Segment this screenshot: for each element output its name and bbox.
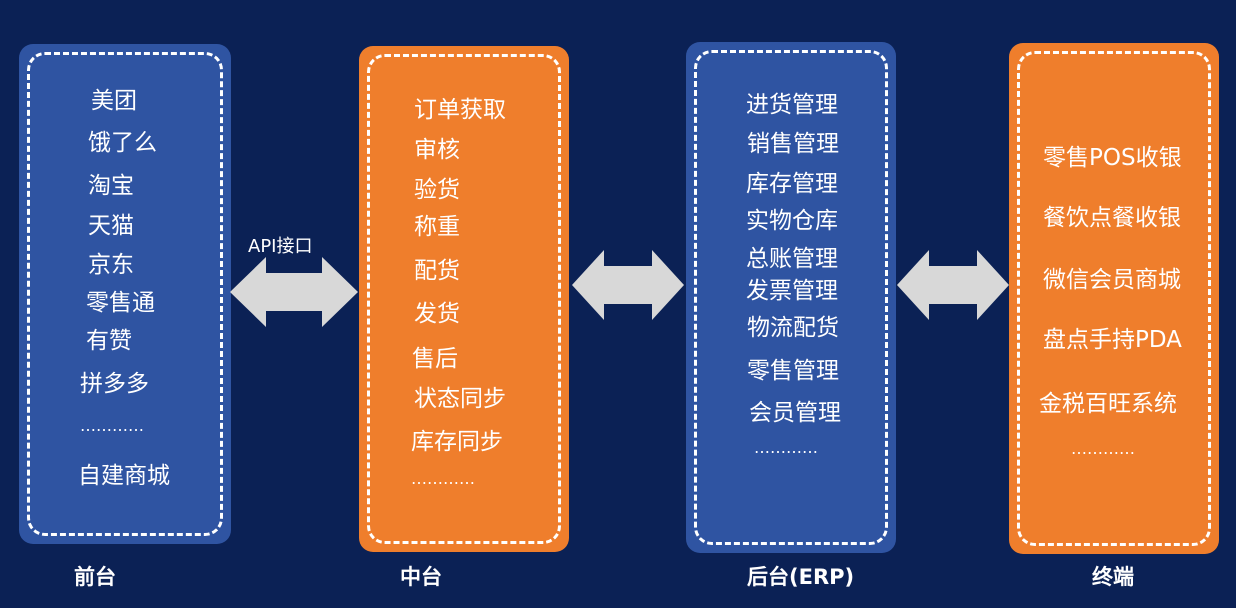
terminal-item: 微信会员商城: [1043, 267, 1181, 293]
back-item: …………: [754, 438, 818, 457]
terminal-panel-title: 终端: [1092, 565, 1134, 589]
middle-item: 状态同步: [414, 386, 506, 412]
back-panel: 进货管理 销售管理 库存管理 实物仓库 总账管理 发票管理 物流配货 零售管理 …: [686, 42, 896, 553]
front-item: 拼多多: [80, 371, 149, 397]
back-item: 会员管理: [749, 400, 841, 426]
back-item: 零售管理: [747, 358, 839, 384]
back-item: 库存管理: [746, 171, 838, 197]
middle-panel: 订单获取 审核 验货 称重 配货 发货 售后 状态同步 库存同步 …………: [359, 46, 569, 552]
back-panel-border: [694, 50, 888, 545]
middle-item: 库存同步: [411, 429, 503, 455]
terminal-item: 餐饮点餐收银: [1043, 205, 1181, 231]
front-panel-title: 前台: [74, 565, 116, 589]
terminal-panel-border: [1017, 51, 1211, 546]
middle-item: 发货: [414, 301, 460, 327]
front-item: 天猫: [88, 213, 134, 239]
terminal-panel: 零售POS收银 餐饮点餐收银 微信会员商城 盘点手持PDA 金税百旺系统 …………: [1009, 43, 1219, 554]
front-item: 饿了么: [88, 130, 157, 156]
middle-item: 审核: [414, 137, 460, 163]
back-item: 发票管理: [746, 278, 838, 304]
middle-item: 订单获取: [414, 97, 506, 123]
front-item: 有赞: [86, 328, 132, 354]
double-arrow-icon: [230, 257, 358, 327]
back-item: 进货管理: [746, 92, 838, 118]
terminal-item: …………: [1071, 439, 1135, 458]
front-item: 零售通: [86, 290, 155, 316]
middle-item: 配货: [414, 258, 460, 284]
terminal-item: 零售POS收银: [1043, 145, 1182, 171]
front-panel-border: [27, 52, 223, 536]
middle-item: 售后: [412, 346, 458, 372]
terminal-item: 金税百旺系统: [1039, 391, 1177, 417]
terminal-item: 盘点手持PDA: [1043, 327, 1182, 353]
back-item: 总账管理: [746, 246, 838, 272]
api-label: API接口: [248, 236, 313, 257]
front-item: 淘宝: [88, 173, 134, 199]
back-item: 实物仓库: [746, 208, 838, 234]
back-panel-title: 后台(ERP): [747, 565, 855, 589]
front-item: 自建商城: [78, 463, 170, 489]
middle-panel-border: [367, 54, 561, 544]
double-arrow-icon: [897, 250, 1009, 320]
middle-item: 验货: [414, 177, 460, 203]
front-item: …………: [80, 416, 144, 435]
front-item: 京东: [88, 252, 134, 278]
middle-item: …………: [411, 469, 475, 488]
middle-item: 称重: [414, 214, 460, 240]
front-panel: 美团 饿了么 淘宝 天猫 京东 零售通 有赞 拼多多 ………… 自建商城: [19, 44, 231, 544]
middle-panel-title: 中台: [400, 565, 442, 589]
back-item: 物流配货: [747, 315, 839, 341]
back-item: 销售管理: [747, 131, 839, 157]
front-item: 美团: [91, 88, 137, 114]
double-arrow-icon: [572, 250, 684, 320]
